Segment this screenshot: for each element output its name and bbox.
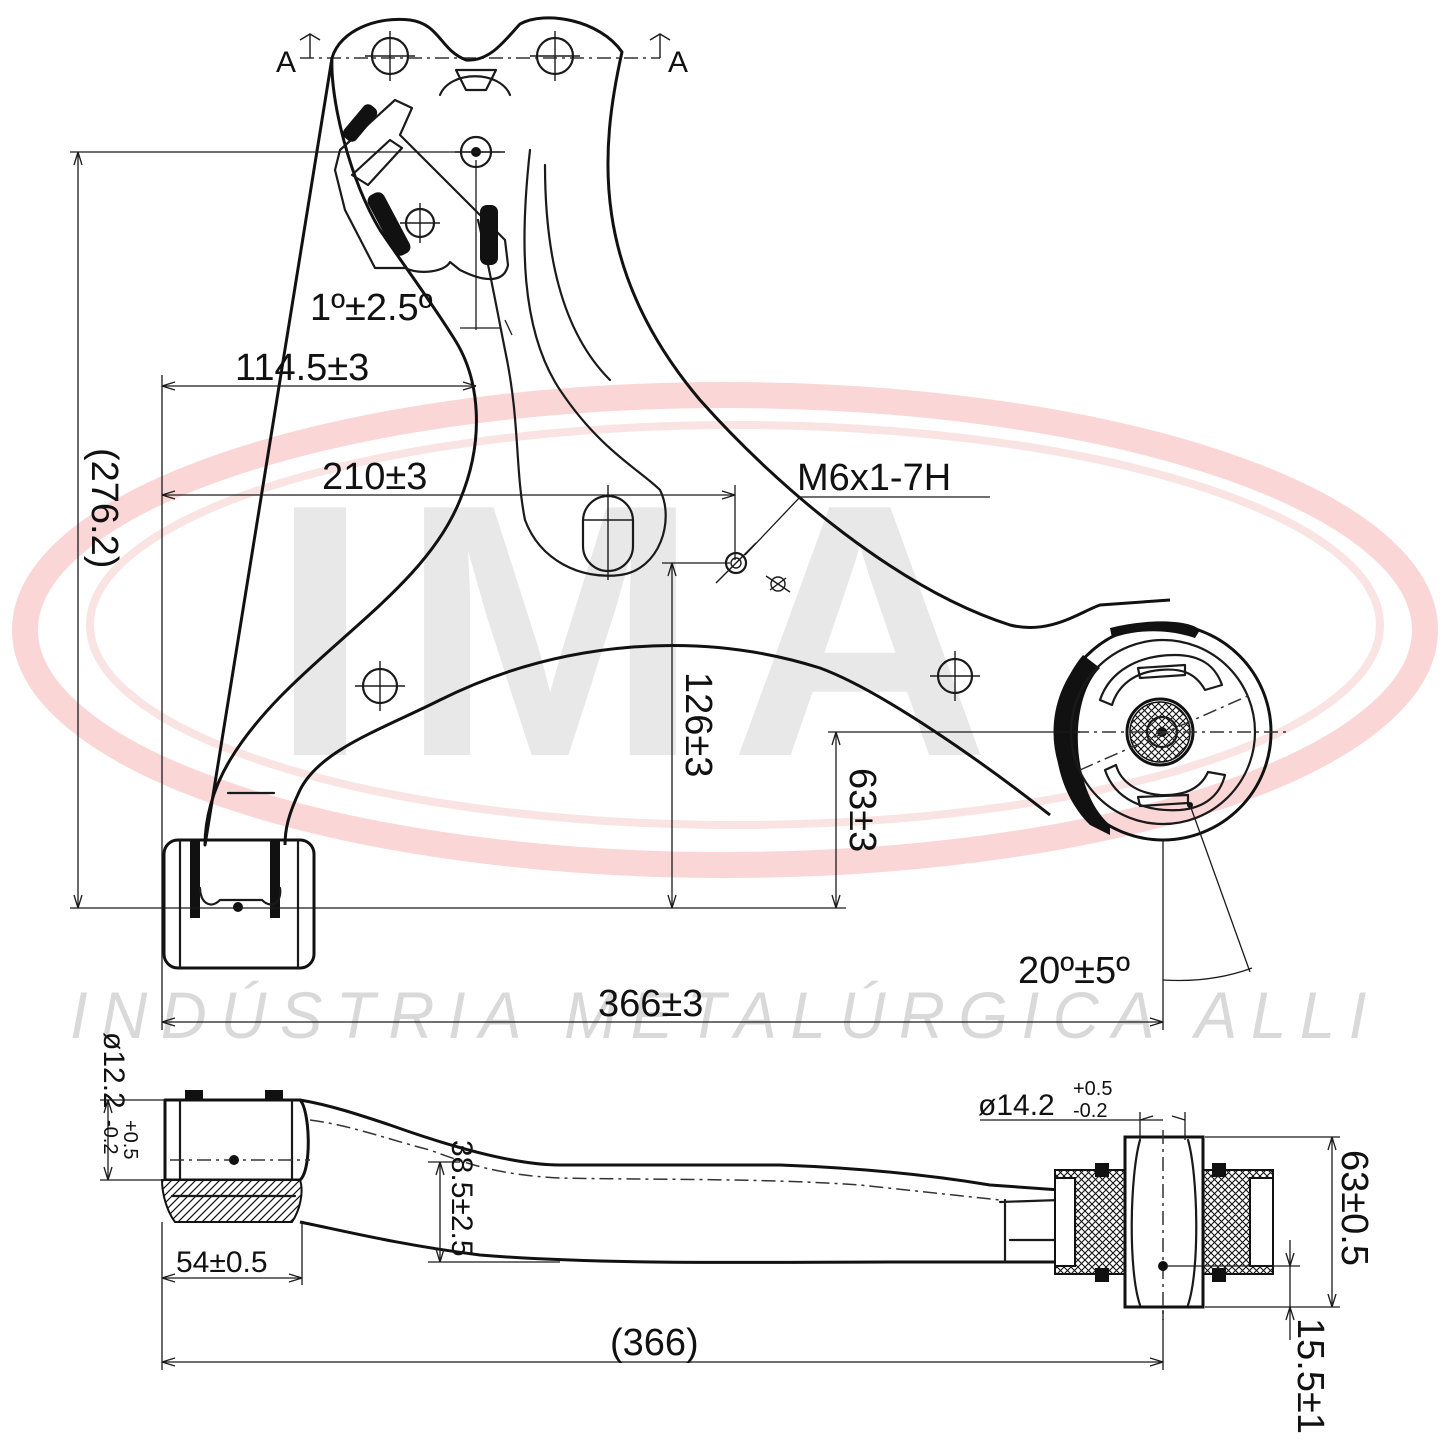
upper-bracket-bushing-right <box>480 205 498 265</box>
upper-bracket-bushing-left <box>367 192 411 256</box>
section-label-right: A <box>668 46 688 79</box>
dim-bore-left-tol-lower: -0.2 <box>99 1120 121 1154</box>
section-label-left: A <box>276 46 296 79</box>
hole-lower-left <box>355 661 405 711</box>
dim-54: 54±0.5 <box>176 1246 268 1279</box>
dim-210: 210±3 <box>322 456 427 498</box>
dimension-63-side: 63±0.5 <box>1205 1136 1375 1308</box>
dim-bore-left-tol-upper: +0.5 <box>119 1120 141 1159</box>
dimension-bore-left: ø12.2 +0.5 -0.2 <box>97 1032 165 1181</box>
hole-bracket <box>400 203 440 243</box>
dim-bore-right: ø14.2 <box>978 1089 1055 1122</box>
side-arm-body <box>299 1098 1061 1264</box>
dimension-bore-right: ø14.2 +0.5 -0.2 <box>978 1078 1186 1140</box>
watermark-company: INDÚSTRIA METALÚRGICA ALLI <box>70 978 1380 1052</box>
upper-bracket <box>333 98 510 281</box>
dim-15-5: 15.5±1 <box>1289 1318 1331 1434</box>
dimension-366: 366±3 <box>161 905 1164 1030</box>
dim-366: 366±3 <box>598 983 703 1025</box>
side-left-bushing <box>160 1090 310 1223</box>
dimension-114: 114.5±3 <box>161 347 477 905</box>
dimension-thread: M6x1-7H <box>744 457 990 556</box>
arm-body-outline <box>203 16 1171 847</box>
watermark-ring-outer <box>12 382 1438 878</box>
dim-thread: M6x1-7H <box>797 457 951 499</box>
dim-63-side: 63±0.5 <box>1333 1150 1375 1266</box>
dimension-angle-bottom: 20º±5º <box>1018 804 1253 1030</box>
hole-top-right <box>530 31 580 81</box>
dim-bore-right-tol-lower: -0.2 <box>1073 1100 1107 1122</box>
section-line: A A <box>276 33 688 79</box>
dim-366-side: (366) <box>610 1322 699 1364</box>
dim-bore-left: ø12.2 <box>97 1032 130 1109</box>
dim-angle-bottom: 20º±5º <box>1018 950 1130 992</box>
upper-bracket-bushing-top <box>342 104 378 142</box>
side-right-bushing <box>1054 1130 1274 1320</box>
dim-angle-top: 1º±2.5º <box>310 287 433 329</box>
side-view: ø12.2 +0.5 -0.2 ø14.2 +0.5 -0.2 38.5±2.5… <box>97 1032 1375 1434</box>
arm-inner-rib <box>543 163 612 382</box>
dimension-15: 15.5±1 <box>1168 1240 1331 1434</box>
front-bushing <box>162 791 316 970</box>
dimension-63: 63±3 <box>170 731 1080 909</box>
dim-126: 126±3 <box>677 672 719 777</box>
dimension-angle-top: 1º±2.5º <box>310 160 513 336</box>
dimension-38: 38.5±2.5 <box>428 1140 560 1263</box>
top-view: A A <box>70 16 1290 1030</box>
dim-overall-height: (276.2) <box>83 448 125 568</box>
watermark: IMA INDÚSTRIA METALÚRGICA ALLI <box>12 382 1438 1052</box>
watermark-ring-inner <box>86 421 1384 829</box>
arm-inner-flange <box>476 148 667 577</box>
dimension-54: 54±0.5 <box>161 1222 303 1370</box>
dimension-366-side: (366) <box>161 1310 1164 1370</box>
dim-38-5: 38.5±2.5 <box>445 1140 478 1257</box>
dim-63: 63±3 <box>841 768 883 852</box>
dimension-overall-height: (276.2) <box>70 151 500 909</box>
dimension-210: 210±3 <box>161 456 736 560</box>
hole-slot-center <box>581 485 635 580</box>
dimension-126: 126±3 <box>662 562 730 909</box>
hole-lower-right <box>930 651 980 701</box>
dim-114-5: 114.5±3 <box>235 347 369 389</box>
side-arm-flange <box>309 1119 1001 1201</box>
hole-top-left <box>365 31 415 81</box>
dim-bore-right-tol-upper: +0.5 <box>1073 1078 1112 1100</box>
